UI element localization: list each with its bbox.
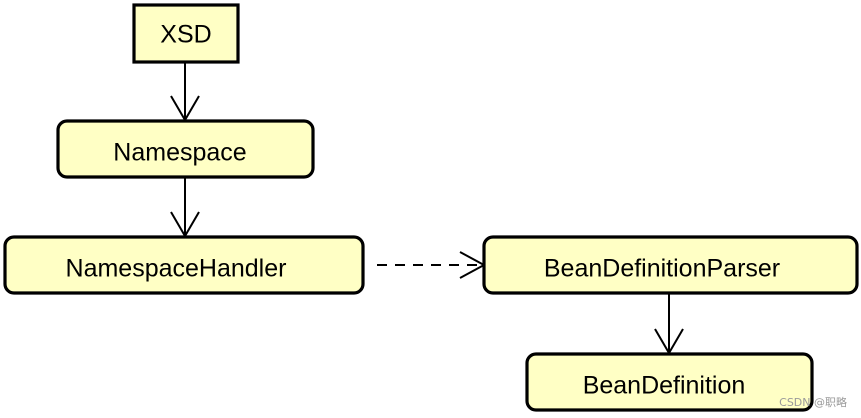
- node-namespace: Namespace: [56, 119, 315, 179]
- node-namespace-handler-label: NamespaceHandler: [66, 255, 287, 283]
- node-bean-definition-parser: BeanDefinitionParser: [482, 235, 859, 295]
- node-bean-definition: BeanDefinition: [525, 352, 814, 412]
- node-bean-definition-parser-label: BeanDefinitionParser: [544, 255, 780, 283]
- node-xsd-label: XSD: [160, 21, 211, 49]
- edge-parser-to-definition: [654, 294, 684, 355]
- node-namespace-label: Namespace: [113, 139, 246, 167]
- edge-namespace-to-handler: [170, 178, 200, 238]
- edge-xsd-to-namespace: [170, 63, 200, 122]
- watermark: CSDN @职略: [779, 396, 847, 409]
- edge-handler-to-parser: [377, 251, 487, 279]
- node-bean-definition-label: BeanDefinition: [583, 372, 746, 400]
- node-namespace-handler: NamespaceHandler: [3, 235, 365, 295]
- node-xsd: XSD: [132, 3, 240, 64]
